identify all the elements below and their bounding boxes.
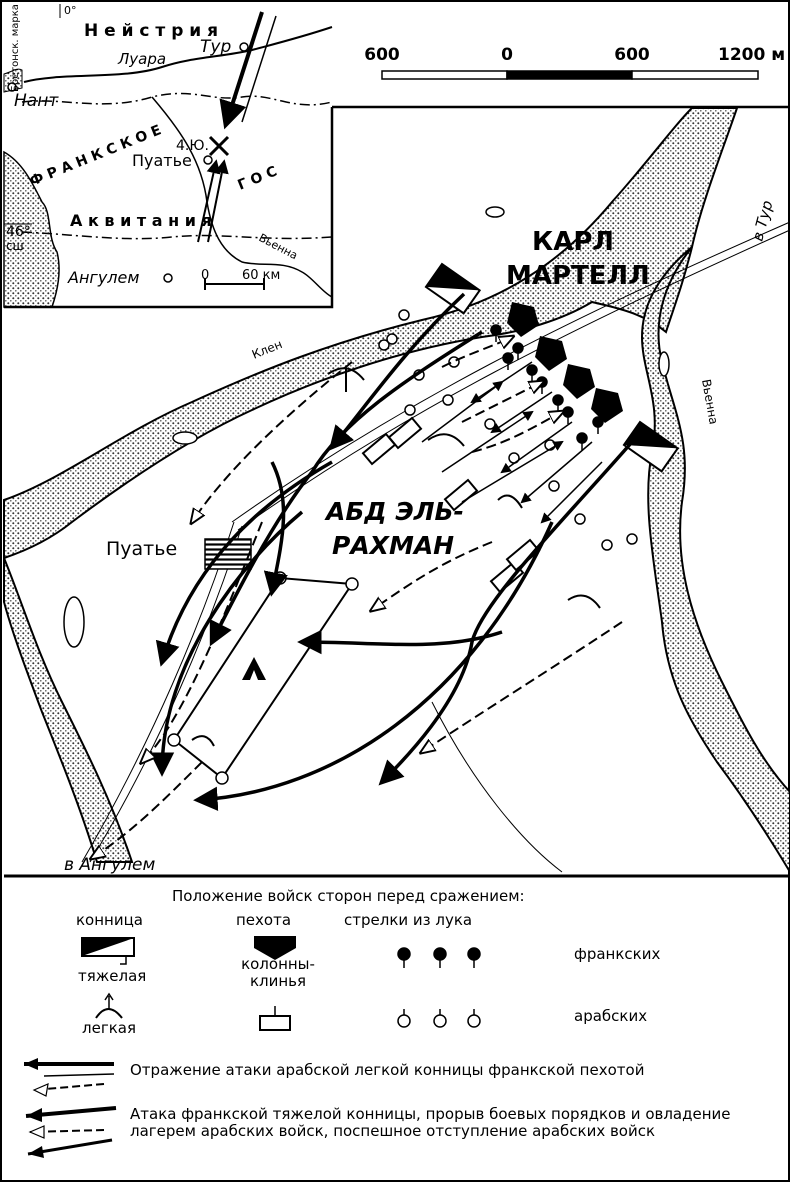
legend-frankish-label: франкских <box>574 945 661 963</box>
island <box>63 596 85 648</box>
legend-arab-archers-symbol <box>397 1009 481 1028</box>
inset-border <box>21 231 333 240</box>
legend-frankish-infantry-symbol <box>254 936 296 960</box>
inset-battle-mark <box>208 135 230 157</box>
legend-infantry-heading: пехота <box>236 911 292 929</box>
legend-arab-label: арабских <box>574 1007 648 1025</box>
inset-scale-km: 60 км <box>242 268 280 283</box>
arab-archers <box>378 309 638 551</box>
inset-nantes-dot <box>7 82 17 92</box>
inset-map: Бретонск. марка Н е й с т р и я Луара Ту… <box>3 4 333 308</box>
rahman-label: РАХМАН <box>332 531 454 560</box>
legend-title: Положение войск сторон перед сражением: <box>172 887 525 905</box>
inset-arab-advance <box>197 159 221 243</box>
legend-desc-attack: Атака франкской тяжелой конницы, прорыв … <box>130 1105 731 1140</box>
inset-frame <box>4 107 334 309</box>
legend-symbols <box>24 936 481 1158</box>
inset-tours-label: Тур <box>200 37 231 57</box>
inset-angouleme-label: Ангулем <box>67 268 139 287</box>
inset-sea <box>3 150 60 308</box>
scale-label: 1200 м <box>718 45 785 65</box>
poitiers-label: Пуатье <box>106 538 177 560</box>
inset-date-label: 4.Ю. <box>176 138 209 154</box>
karl-label: КАРЛ <box>532 227 614 257</box>
inset-aquitaine-label: А к в и т а н и я <box>70 211 212 230</box>
legend-archers-heading: стрелки из лука <box>344 911 473 929</box>
island <box>485 206 505 218</box>
infantry-repulse-arrows <box>421 361 603 524</box>
legend: Положение войск сторон перед сражением: … <box>4 878 790 1182</box>
inset-meridian-label: 0° <box>64 4 77 17</box>
battle-map: 600 0 600 1200 м КАРЛ МАРТЕЛЛ АБД ЭЛЬ- Р… <box>3 4 790 878</box>
inset-border <box>21 92 333 106</box>
vienne-river <box>640 246 790 874</box>
inset-vienne <box>151 96 333 298</box>
inset-latitude-suffix: сш <box>6 239 24 253</box>
inset-poitiers-dot <box>203 155 213 165</box>
legend-frankish-archers-symbol <box>397 947 481 968</box>
scale-label: 600 <box>364 45 400 65</box>
inset-scale-zero: 0 <box>201 268 209 283</box>
arab-light-cavalry <box>191 367 601 747</box>
to-tours-label: в Тур <box>748 199 776 243</box>
abd-label: АБД ЭЛЬ- <box>324 497 464 526</box>
inset-tours-dot <box>239 42 249 52</box>
legend-columns-label: колонны-клинья <box>241 955 315 990</box>
clain-label: Клен <box>250 337 284 362</box>
legend-repulse-arrows-symbol <box>24 1058 115 1097</box>
inset-latitude-label: 46° <box>6 224 31 240</box>
martell-label: МАРТЕЛЛ <box>506 261 650 291</box>
legend-cavalry-heading: конница <box>76 911 144 929</box>
scale-bar: 600 0 600 1200 м <box>364 45 785 80</box>
inset-angouleme-dot <box>163 273 173 283</box>
clain-river-south <box>3 557 134 863</box>
frankish-infantry <box>507 302 623 423</box>
legend-light-label: легкая <box>82 1019 136 1037</box>
legend-arab-column-symbol <box>259 1006 291 1031</box>
inset-arab-advance <box>207 159 229 243</box>
road-to-tours <box>231 221 790 531</box>
island <box>658 351 670 377</box>
arab-infantry-columns <box>361 416 541 594</box>
vienne-label: Вьенна <box>699 378 721 425</box>
legend-desc-repulse: Отражение атаки арабской легкой конницы … <box>130 1061 645 1079</box>
arab-retreat-arrows <box>92 337 623 858</box>
scale-label: 600 <box>614 45 650 65</box>
legend-attack-arrows-symbol <box>25 1106 117 1158</box>
inset-poitiers-label: Пуатье <box>132 151 192 170</box>
inset-neustria-label: Н е й с т р и я <box>84 21 218 41</box>
legend-light-cavalry-symbol <box>95 992 123 1019</box>
inset-frank-advance <box>219 11 264 130</box>
legend-heavy-label: тяжелая <box>78 967 147 985</box>
inset-frank-advance <box>241 15 277 123</box>
island <box>172 431 198 445</box>
scale-label: 0 <box>501 45 513 65</box>
inset-loire <box>23 26 333 83</box>
inset-nantes-label: Нант <box>14 91 59 111</box>
inset-loire-label: Луара <box>117 50 166 68</box>
to-angouleme-label: в Ангулем <box>64 855 155 875</box>
legend-heavy-cavalry-symbol <box>81 937 135 965</box>
frankish-heavy-cavalry <box>424 262 680 473</box>
inset-breton-label: Бретонск. марка <box>10 4 21 92</box>
stream <box>431 701 563 873</box>
